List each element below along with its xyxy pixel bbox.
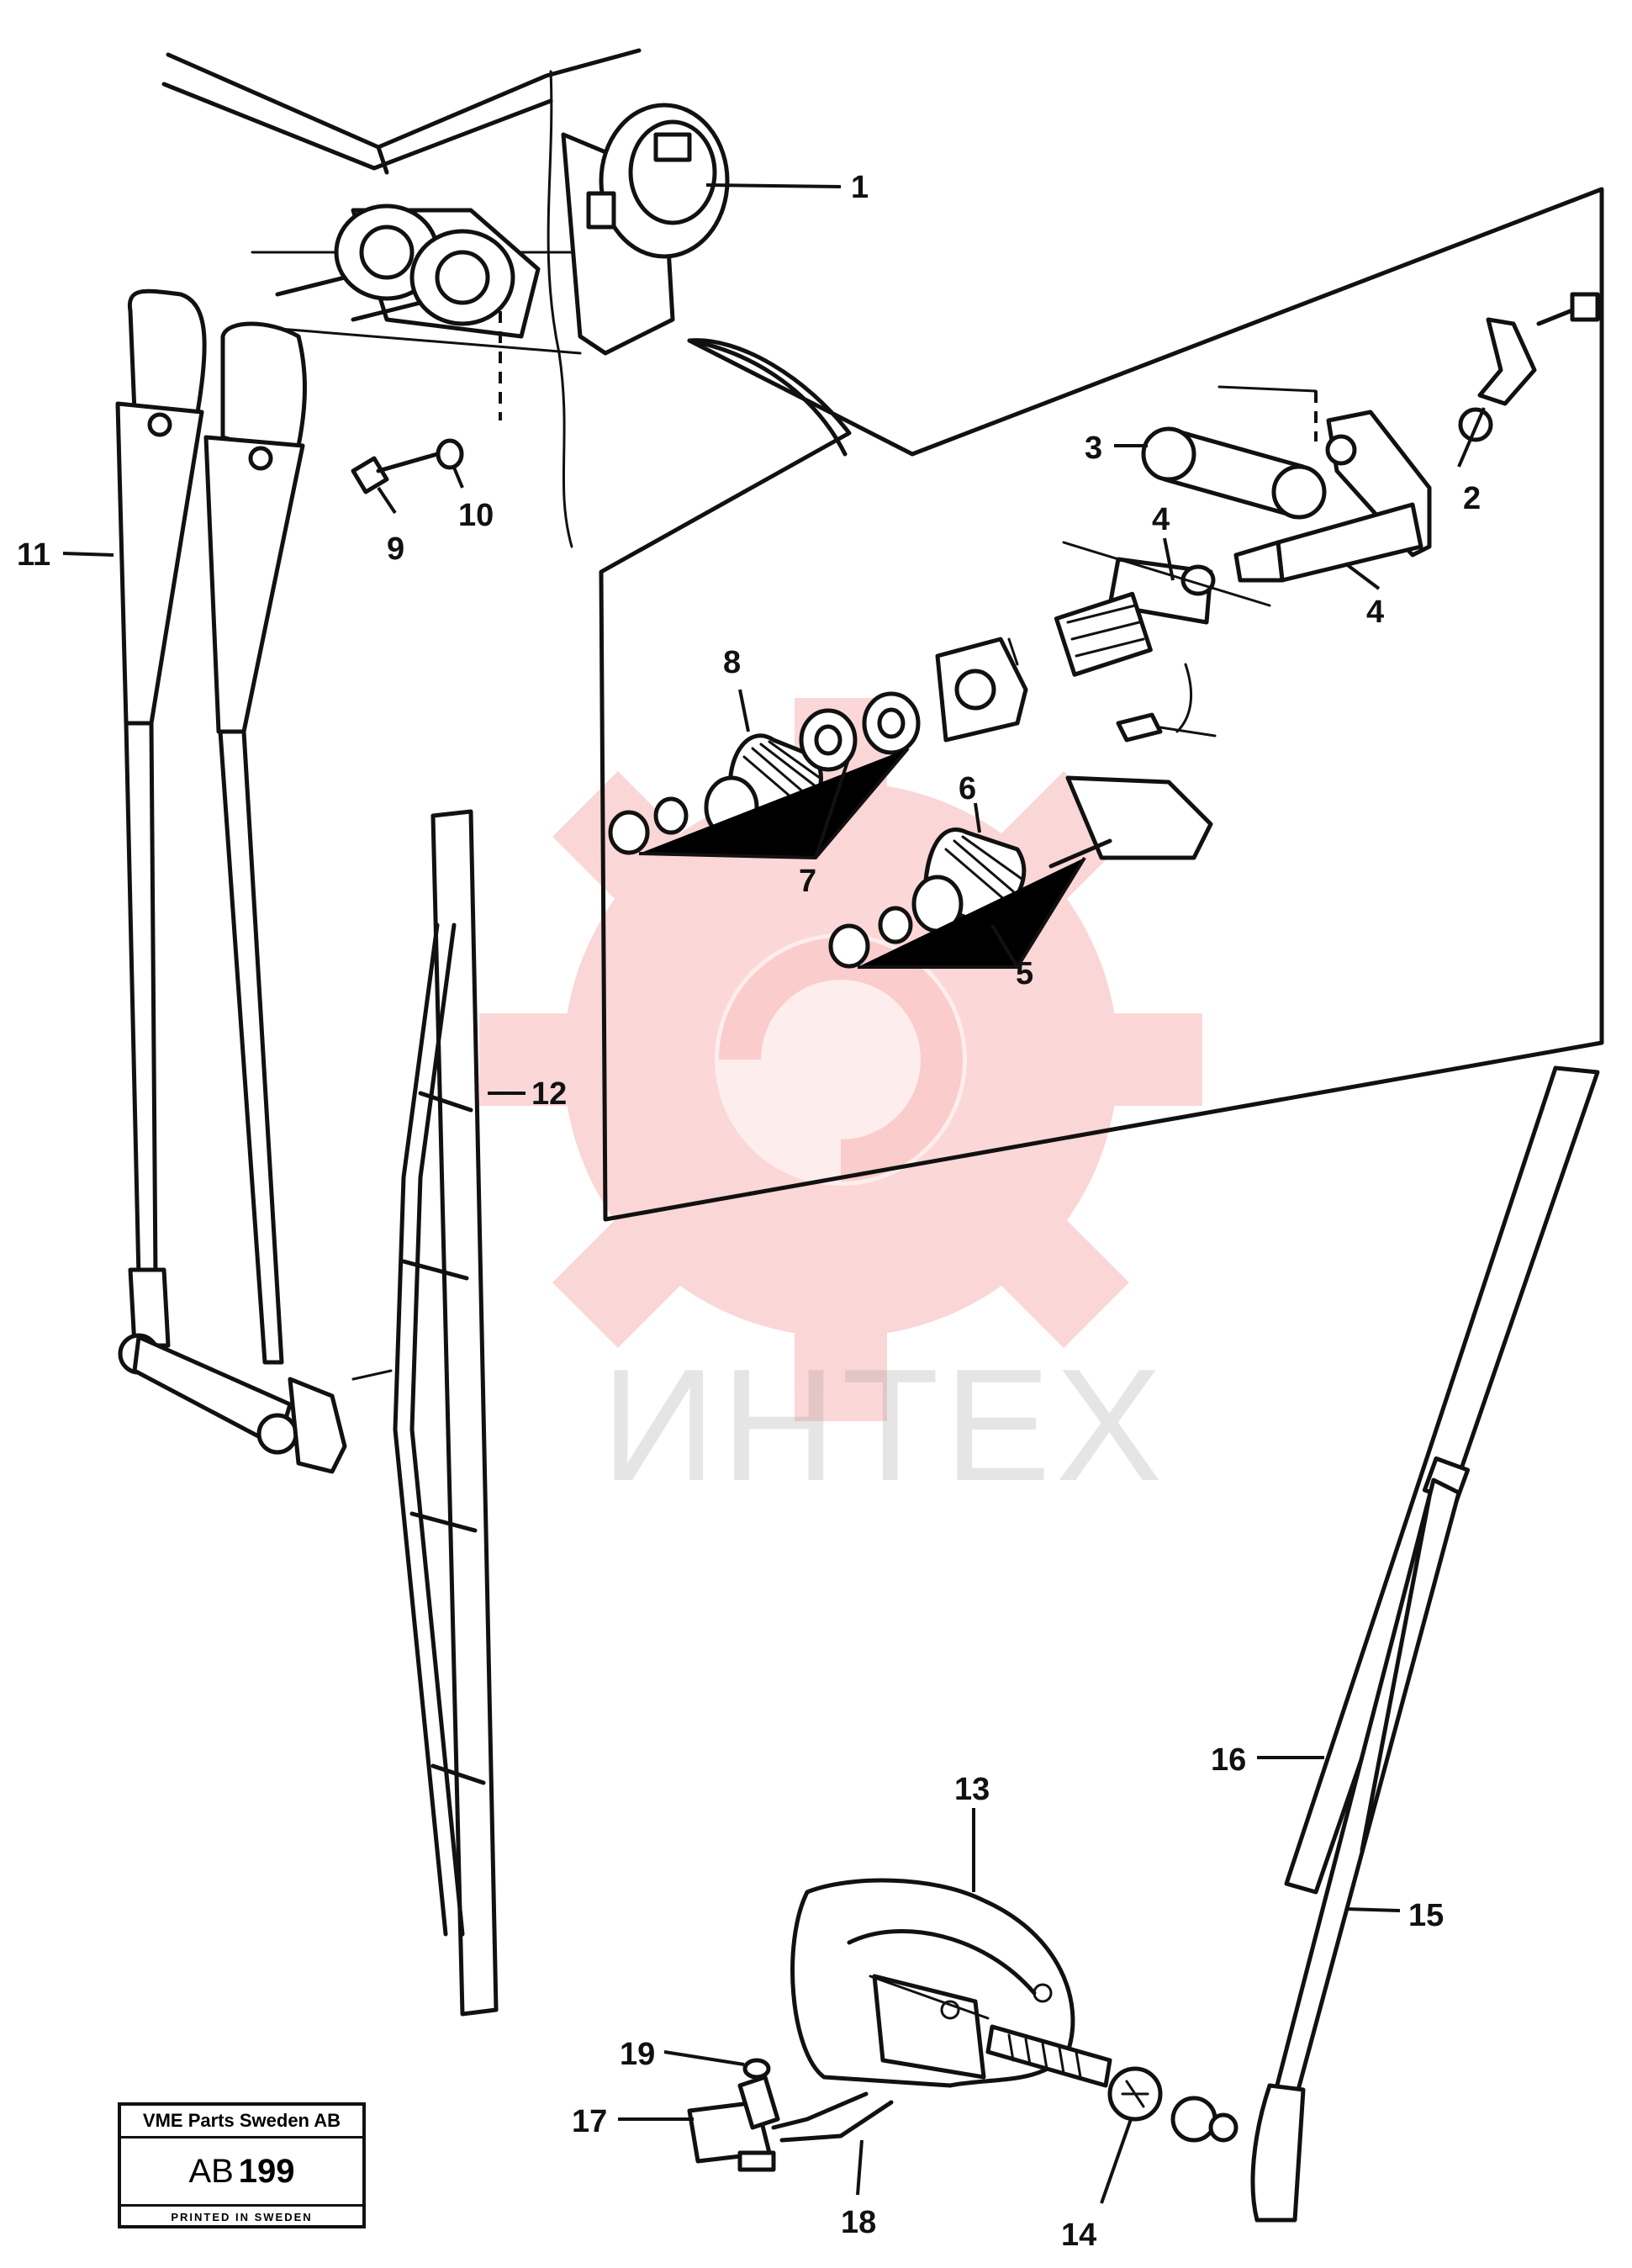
callout-leaders bbox=[377, 407, 1486, 2204]
callout-16: 16 bbox=[1211, 1742, 1246, 1778]
part-4-shaft-housing bbox=[1054, 541, 1271, 743]
part-9-bolt bbox=[351, 452, 440, 494]
part-7-nut-washer-set bbox=[608, 691, 921, 860]
part-18-wire bbox=[771, 2091, 894, 2143]
callout-4-crank-shaft: 4 bbox=[1366, 595, 1384, 630]
callout-labels: 1 2 3 4 4 5 6 7 8 9 10 11 12 13 14 15 16… bbox=[17, 170, 1481, 2253]
stamp-printed: PRINTED IN SWEDEN bbox=[171, 2211, 313, 2223]
part-10-washer bbox=[436, 438, 464, 470]
stamp-code-prefix: AB bbox=[188, 2153, 234, 2190]
part-13-motor-output-shaft bbox=[985, 2024, 1112, 2088]
callout-10: 10 bbox=[458, 498, 494, 533]
part-14-washer-nut bbox=[1107, 2066, 1239, 2143]
callout-13: 13 bbox=[954, 1772, 990, 1807]
stamp-code-number: 199 bbox=[238, 2153, 295, 2190]
mounting-plate bbox=[935, 637, 1028, 743]
callout-1: 1 bbox=[851, 170, 869, 205]
callout-8: 8 bbox=[723, 645, 741, 680]
callout-14: 14 bbox=[1061, 2218, 1096, 2253]
part-3-link-rod bbox=[1141, 385, 1327, 520]
callout-19: 19 bbox=[620, 2037, 655, 2072]
watermark-text: ИНТЕХ bbox=[601, 1336, 1167, 1515]
callout-17: 17 bbox=[572, 2104, 607, 2139]
callout-12: 12 bbox=[531, 1076, 567, 1112]
part-4-crank-shaft bbox=[1233, 410, 1432, 583]
part-5-nut-washer-set bbox=[828, 775, 1213, 969]
part-2-bracket bbox=[1458, 292, 1600, 442]
part-19-nut bbox=[742, 2058, 771, 2080]
callout-3: 3 bbox=[1085, 431, 1102, 466]
callout-6: 6 bbox=[959, 771, 976, 806]
wiper-drive-housing bbox=[275, 204, 541, 420]
callout-9: 9 bbox=[387, 531, 404, 567]
part-15-wiper-arm bbox=[1250, 1478, 1461, 2223]
callout-4-shaft-housing: 4 bbox=[1152, 502, 1170, 537]
callout-5: 5 bbox=[1016, 956, 1033, 991]
callout-11: 11 bbox=[17, 537, 50, 573]
callout-2: 2 bbox=[1463, 481, 1481, 516]
stamp-company: VME Parts Sweden AB bbox=[121, 2106, 362, 2138]
callout-15: 15 bbox=[1408, 1898, 1444, 1933]
callout-7: 7 bbox=[799, 864, 816, 899]
part-1-wiper-motor bbox=[561, 103, 842, 356]
part-11-wiper-arm bbox=[62, 288, 347, 1474]
callout-18: 18 bbox=[841, 2205, 876, 2240]
part-16-wiper-blade bbox=[1284, 1065, 1600, 1895]
part-12-wiper-blade bbox=[351, 809, 526, 2017]
exploded-view-panel bbox=[599, 187, 1604, 1222]
part-17-relay bbox=[687, 2075, 780, 2172]
